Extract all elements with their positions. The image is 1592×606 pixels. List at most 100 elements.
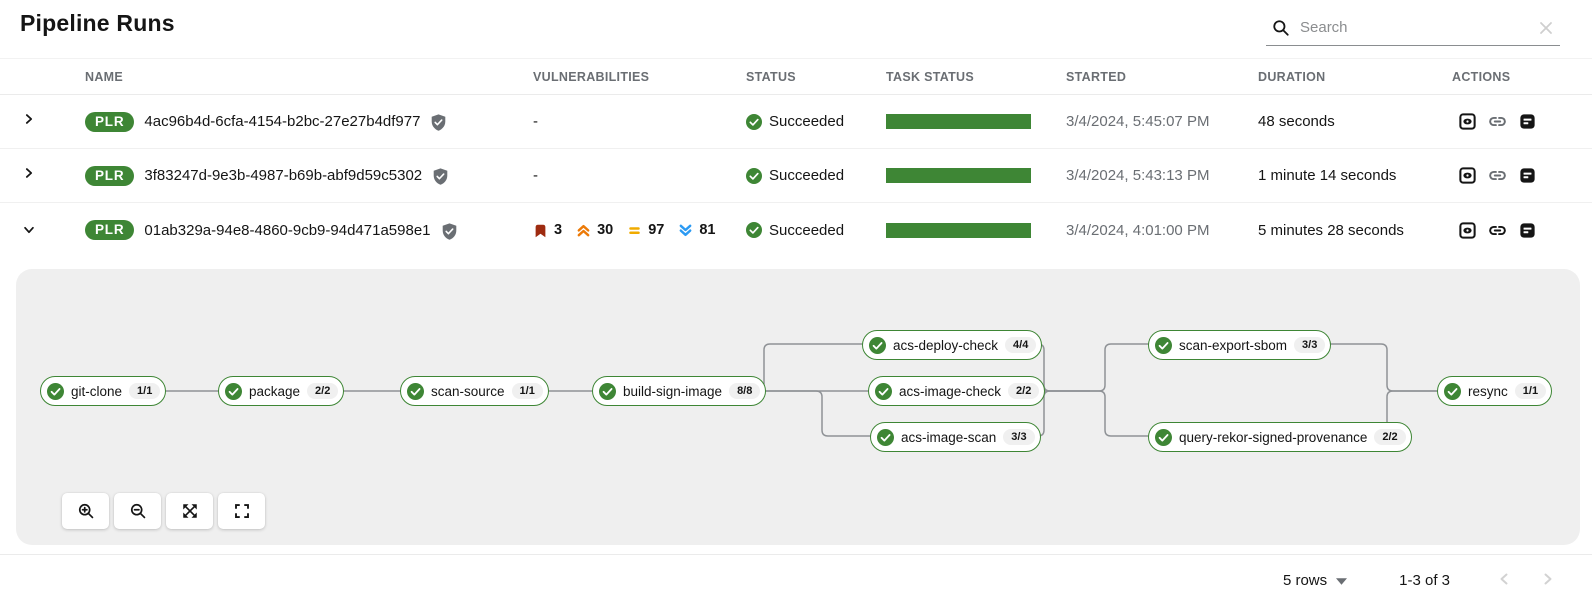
column-header-duration: DURATION [1258,69,1326,84]
pipeline-task-node-acs-deploy-check[interactable]: acs-deploy-check 4/4 [862,330,1043,360]
vulnerabilities-cell: - [533,113,538,130]
task-name: acs-deploy-check [893,337,999,353]
column-header-name: NAME [85,69,124,84]
pipeline-task-node-build-sign-image[interactable]: build-sign-image 8/8 [592,376,767,406]
pipeline-run-name[interactable]: 4ac96b4d-6cfa-4154-b2bc-27e27b4df977 [144,113,421,130]
eye-icon [1458,112,1477,131]
pagination-controls [1496,571,1556,590]
task-steps-badge: 1/1 [129,383,161,399]
pipeline-task-node-scan-export-sbom[interactable]: scan-export-sbom 3/3 [1148,330,1332,360]
link-icon [1488,221,1507,240]
pipeline-task-node-acs-image-scan[interactable]: acs-image-scan 3/3 [870,422,1041,452]
column-header-actions: ACTIONS [1452,69,1511,84]
status-cell: Succeeded [746,222,886,239]
task-steps-badge: 8/8 [729,383,761,399]
previous-page-button[interactable] [1496,571,1512,590]
expand-row-button[interactable] [0,112,85,131]
plr-badge: PLR [85,220,135,240]
view-output-button[interactable] [1458,166,1477,185]
column-header-vulnerabilities: VULNERABILITIES [533,69,650,84]
plr-badge: PLR [85,111,135,132]
view-logs-button[interactable] [1518,221,1537,240]
task-steps-badge: 2/2 [1374,429,1406,445]
pipeline-task-node-scan-source[interactable]: scan-source 1/1 [400,376,549,406]
table-row: PLR 01ab329a-94e8-4860-9cb9-94d471a598e1… [0,203,1592,257]
next-page-button[interactable] [1540,571,1556,590]
task-name: query-rekor-signed-provenance [1179,429,1368,445]
chevron-left-icon [1496,571,1512,590]
zoom-in-button[interactable] [62,493,109,529]
pipeline-task-node-package[interactable]: package 2/2 [218,376,345,406]
chevron-down-icon [22,223,36,237]
success-check-icon [746,222,762,238]
link-icon [1488,166,1507,185]
critical-vulnerabilities: 3 [533,222,562,238]
rows-per-page-select[interactable]: 5 rows [1283,572,1348,589]
graph-controls [62,493,265,529]
task-name: resync [1468,383,1508,399]
expand-row-button[interactable] [0,166,85,185]
name-cell: PLR 01ab329a-94e8-4860-9cb9-94d471a598e1 [85,220,533,240]
pipeline-task-node-resync[interactable]: resync 1/1 [1437,376,1553,406]
success-check-icon [746,167,762,184]
column-header-started: STARTED [1066,69,1127,84]
vulnerabilities-cell: 3 30 97 81 [533,222,746,238]
pipeline-link-button[interactable] [1488,221,1507,240]
pipeline-link-button[interactable] [1488,112,1507,131]
signed-shield-icon [441,221,458,240]
link-icon [1488,112,1507,131]
expand-arrows-icon [181,502,199,520]
clear-search-icon[interactable] [1536,18,1556,38]
pipeline-task-node-query-rekor-signed-provenance[interactable]: query-rekor-signed-provenance 2/2 [1148,422,1412,452]
fullscreen-button[interactable] [218,493,265,529]
status-label: Succeeded [769,113,845,130]
logs-icon [1518,166,1537,185]
signed-shield-icon [432,166,449,185]
task-status-bar [886,114,1031,129]
status-label: Succeeded [769,221,845,239]
name-cell: PLR 3f83247d-9e3b-4987-b69b-abf9d59c5302 [85,165,533,186]
search-box [1266,10,1560,46]
search-input[interactable] [1300,19,1526,36]
expanded-pipeline-section: git-clone 1/1 package 2/2 scan-source 1/… [0,257,1592,555]
top-bar: Pipeline Runs [0,0,1592,58]
pipeline-task-node-acs-image-check[interactable]: acs-image-check 2/2 [868,376,1046,406]
medium-severity-icon [627,223,642,238]
table-row: PLR 4ac96b4d-6cfa-4154-b2bc-27e27b4df977… [0,95,1592,149]
task-steps-badge: 3/3 [1294,337,1326,353]
task-steps-badge: 4/4 [1005,337,1037,353]
table-row: PLR 3f83247d-9e3b-4987-b69b-abf9d59c5302… [0,149,1592,203]
task-steps-badge: 1/1 [511,383,543,399]
pipeline-run-name[interactable]: 3f83247d-9e3b-4987-b69b-abf9d59c5302 [144,167,423,184]
task-success-icon [1155,428,1172,446]
logs-icon [1518,221,1537,240]
collapse-row-button[interactable] [0,223,85,237]
low-severity-icon [678,223,693,238]
task-success-icon [869,336,886,354]
task-name: scan-export-sbom [1179,337,1288,353]
view-output-button[interactable] [1458,112,1477,131]
task-success-icon [407,382,424,400]
high-severity-icon [576,223,591,238]
chevron-right-icon [1540,571,1556,590]
pagination-range-label: 1-3 of 3 [1399,572,1450,589]
zoom-out-button[interactable] [114,493,161,529]
plr-badge: PLR [85,165,135,186]
task-steps-badge: 2/2 [1008,383,1040,399]
view-logs-button[interactable] [1518,112,1537,131]
pipeline-task-node-git-clone[interactable]: git-clone 1/1 [40,376,167,406]
task-success-icon [877,428,894,446]
started-cell: 3/4/2024, 5:45:07 PM [1066,113,1210,130]
eye-icon [1458,221,1477,240]
pipeline-run-name[interactable]: 01ab329a-94e8-4860-9cb9-94d471a598e1 [144,221,431,239]
logs-icon [1518,112,1537,131]
low-vulnerabilities: 81 [678,222,716,238]
fit-to-screen-button[interactable] [166,493,213,529]
task-status-cell [886,168,1066,183]
view-logs-button[interactable] [1518,166,1537,185]
started-cell: 3/4/2024, 5:43:13 PM [1066,167,1210,184]
view-output-button[interactable] [1458,221,1477,240]
task-status-cell [886,114,1066,129]
pipeline-link-button[interactable] [1488,166,1507,185]
task-success-icon [1155,336,1172,354]
